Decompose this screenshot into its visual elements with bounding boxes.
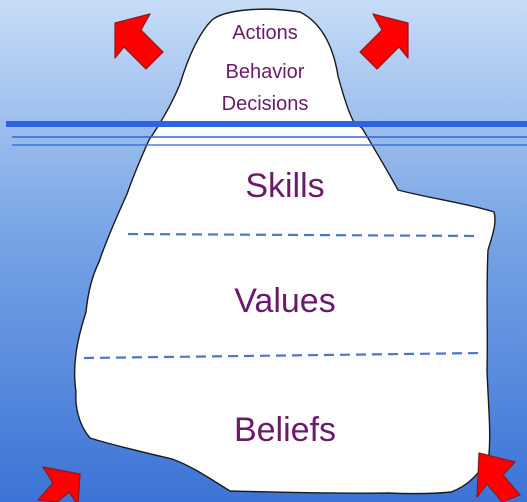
arrow-up-right-icon [37,466,81,502]
label-decisions: Decisions [221,93,309,115]
layer-divider [127,232,481,238]
label-values: Values [234,282,336,320]
layer-divider [83,351,485,360]
arrow-up-right-icon [359,13,409,70]
label-beliefs: Beliefs [233,411,337,449]
arrow-up-right-icon [476,452,521,502]
arrow-up-left-icon [114,13,164,70]
label-skills: Skills [245,167,325,205]
label-actions: Actions [232,22,298,44]
label-behavior: Behavior [225,61,305,83]
iceberg-shape [73,8,496,495]
